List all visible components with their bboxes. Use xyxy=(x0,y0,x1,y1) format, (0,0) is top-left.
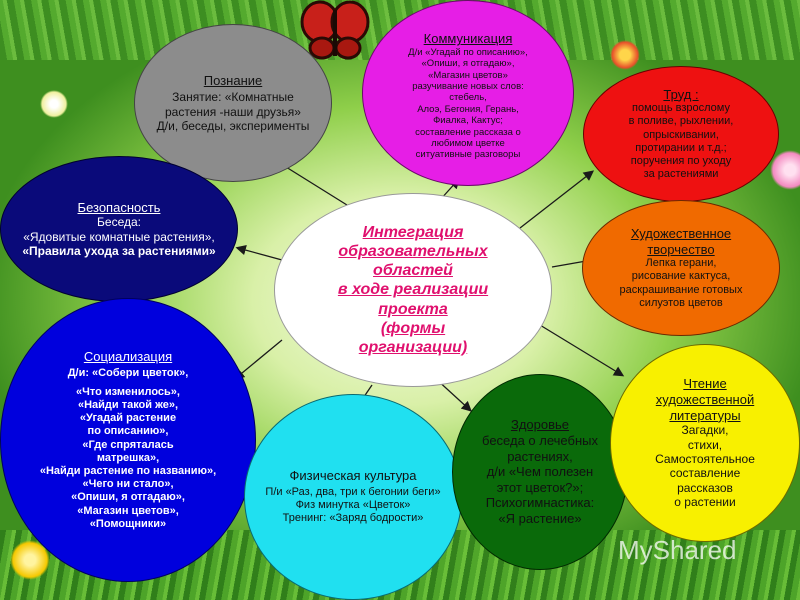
center-line: образовательных xyxy=(338,243,488,261)
bezopasnost-line: Беседа: xyxy=(97,215,141,230)
socializaciya-line: «Помощники» xyxy=(89,517,167,530)
fizkultura-line: Тренинг: «Заряд бодрости» xyxy=(282,512,424,525)
oval-zdorove: Здоровье беседа о лечебных растениях, д/… xyxy=(452,374,628,570)
kommunikaciya-line: ситуативные разговоры xyxy=(415,149,521,161)
hudozhestvennoe-line: раскрашивание готовых xyxy=(619,283,743,296)
socializaciya-line: «Магазин цветов», xyxy=(77,504,179,517)
trud-line: помощь взрослому xyxy=(632,102,730,115)
center-line: Интеграция xyxy=(362,223,464,241)
kommunikaciya-line: составление рассказа о xyxy=(415,126,521,138)
center-line: в ходе реализации xyxy=(337,281,489,299)
kommunikaciya-line: «Магазин цветов» xyxy=(428,69,508,81)
center-line: организации) xyxy=(358,338,468,356)
socializaciya-line: «Опиши, я отгадаю», xyxy=(71,491,185,504)
bezopasnost-title: Безопасность xyxy=(77,199,161,215)
poznanie-line: растения -наши друзья» xyxy=(165,104,301,119)
oval-hudozhestvennoe: Художественное творчество Лепка герани, … xyxy=(582,200,780,336)
bezopasnost-line: «Ядовитые комнатные растения», xyxy=(23,229,215,244)
trud-line: за растениями xyxy=(643,168,719,181)
socializaciya-line: «Что изменилось», xyxy=(76,385,180,398)
zdorove-title: Здоровье xyxy=(510,417,570,433)
chtenie-title: художественной xyxy=(655,392,755,408)
trud-line: опрыскивании, xyxy=(643,128,719,141)
socializaciya-line: по описанию», xyxy=(87,425,169,438)
chtenie-line: стихи, xyxy=(687,437,723,452)
chtenie-title: Чтение xyxy=(683,376,727,392)
zdorove-line: беседа о лечебных xyxy=(482,433,598,449)
watermark: MyShared xyxy=(618,535,737,565)
socializaciya-line: «Найди растение по названию», xyxy=(39,464,217,477)
oval-center: Интеграция образовательных областей в хо… xyxy=(274,193,552,387)
chtenie-line: Загадки, xyxy=(681,423,729,438)
trud-line: протирании и т.д.; xyxy=(635,141,727,154)
zdorove-line: «Я растение» xyxy=(498,510,582,526)
kommunikaciya-line: любимом цветке xyxy=(431,137,505,149)
oval-kommunikaciya: Коммуникация Д/и «Угадай по описанию», «… xyxy=(362,0,574,186)
oval-chtenie: Чтение художественной литературы Загадки… xyxy=(610,344,800,542)
oval-fizkultura: Физическая культура П/и «Раз, два, три к… xyxy=(244,394,462,600)
center-line: проекта xyxy=(378,300,448,318)
oval-socializaciya: Социализация Д/и: «Собери цветок», «Что … xyxy=(0,298,256,582)
fizkultura-line: П/и «Раз, два, три к бегонии беги» xyxy=(265,486,441,499)
butterfly-icon xyxy=(300,0,370,60)
chtenie-line: составление xyxy=(669,466,741,481)
poznanie-line: Д/и, беседы, эксперименты xyxy=(156,118,310,133)
trud-line: поручения по уходу xyxy=(630,154,732,167)
flower-decoration xyxy=(770,150,800,190)
socializaciya-line: Д/и: «Собери цветок», xyxy=(67,366,189,379)
chtenie-line: рассказов xyxy=(677,480,733,495)
kommunikaciya-line: разучивание новых слов: xyxy=(412,81,524,93)
center-line: областей xyxy=(373,262,453,280)
bezopasnost-line: «Правила ухода за растениями» xyxy=(22,243,216,258)
kommunikaciya-line: Алоэ, Бегония, Герань, xyxy=(417,103,519,115)
socializaciya-title: Социализация xyxy=(83,349,173,365)
trud-title: Труд : xyxy=(663,86,699,102)
flower-decoration xyxy=(610,40,640,70)
kommunikaciya-title: Коммуникация xyxy=(423,31,513,47)
hudozhestvennoe-title: Художественное xyxy=(630,226,732,242)
poznanie-line: Занятие: «Комнатные xyxy=(172,90,294,105)
socializaciya-line: «Найди такой же», xyxy=(77,399,179,412)
center-line: (формы xyxy=(380,319,446,337)
chtenie-line: о растении xyxy=(674,495,736,510)
oval-trud: Труд : помощь взрослому в поливе, рыхлен… xyxy=(583,66,779,202)
kommunikaciya-line: стебель, xyxy=(449,92,487,104)
hudozhestvennoe-line: Лепка герани, xyxy=(645,257,717,270)
trud-line: в поливе, рыхлении, xyxy=(628,115,734,128)
hudozhestvennoe-line: силуэтов цветов xyxy=(639,296,723,309)
zdorove-line: Психогимнастика: xyxy=(485,495,595,511)
hudozhestvennoe-title: творчество xyxy=(647,241,715,257)
poznanie-title: Познание xyxy=(203,72,263,88)
kommunikaciya-line: Д/и «Угадай по описанию», xyxy=(408,46,528,58)
zdorove-line: д/и «Чем полезен xyxy=(486,464,594,480)
socializaciya-line: «Где спряталась xyxy=(82,438,174,451)
kommunikaciya-line: «Опиши, я отгадаю», xyxy=(421,58,515,70)
oval-poznanie: Познание Занятие: «Комнатные растения -н… xyxy=(134,24,332,182)
zdorove-line: растениях, xyxy=(507,448,573,464)
hudozhestvennoe-line: рисование кактуса, xyxy=(631,270,731,283)
socializaciya-line: «Чего ни стало», xyxy=(82,478,174,491)
zdorove-line: этот цветок?»; xyxy=(496,479,584,495)
fizkultura-title: Физическая культура xyxy=(289,468,417,484)
flower-decoration xyxy=(40,90,68,118)
chtenie-line: Самостоятельное xyxy=(655,452,755,466)
socializaciya-line: «Угадай растение xyxy=(79,412,177,425)
kommunikaciya-line: Фиалка, Кактус; xyxy=(433,115,503,127)
oval-bezopasnost: Безопасность Беседа: «Ядовитые комнатные… xyxy=(0,156,238,302)
fizkultura-line: Физ минутка «Цветок» xyxy=(295,499,411,512)
socializaciya-line: матрешка», xyxy=(96,451,160,464)
chtenie-title: литературы xyxy=(669,407,741,423)
